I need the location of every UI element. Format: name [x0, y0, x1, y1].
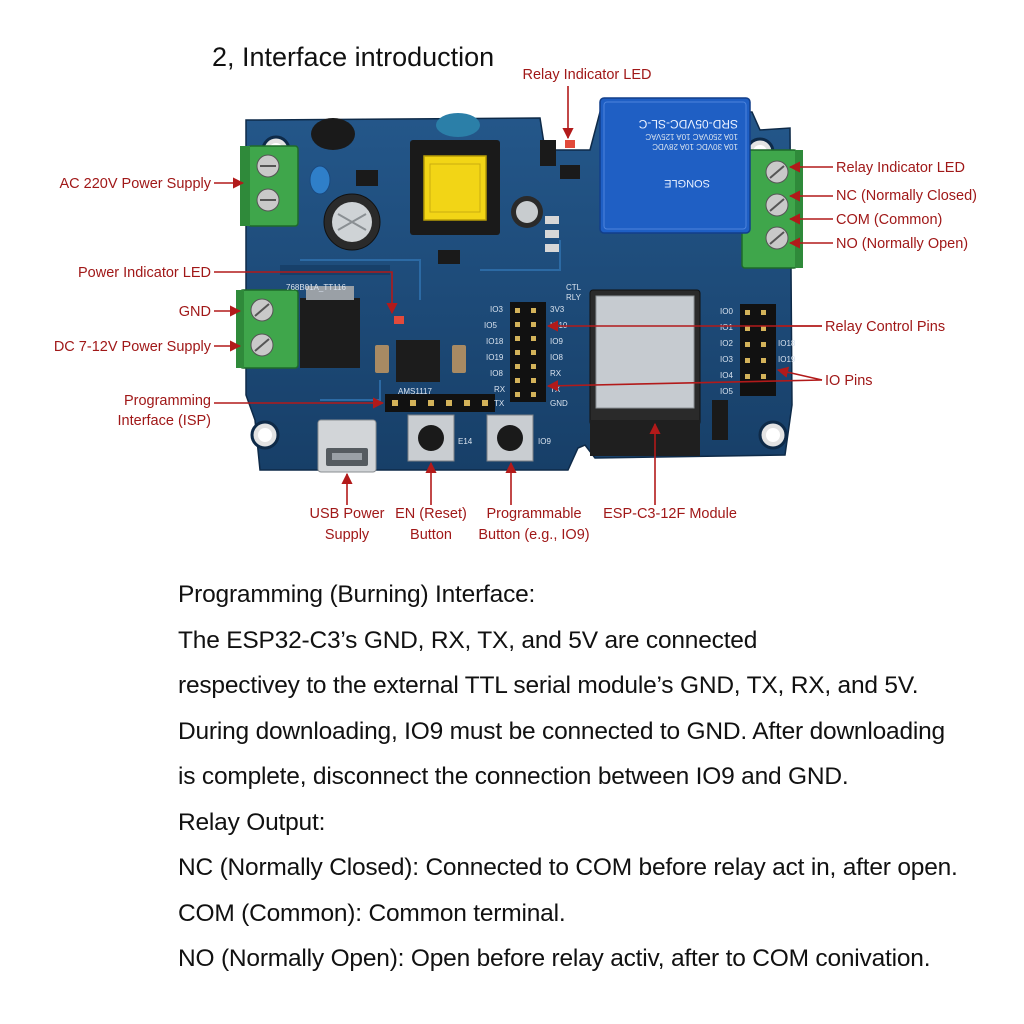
voltage-regulator: 768B01A_TT116 AMS1117 — [286, 283, 440, 396]
usb-connector — [317, 419, 377, 473]
label-usb-line1: USB Power — [310, 506, 385, 522]
desc-programming-heading: Programming (Burning) Interface: — [178, 581, 536, 608]
diagram-title: 2, Interface introduction — [212, 42, 494, 72]
silk-io8: IO8 — [490, 369, 503, 378]
desc-nc: NC (Normally Closed): Connected to COM b… — [178, 854, 958, 881]
regulator-marking: AMS1117 — [398, 387, 432, 396]
pin-header-middle — [510, 302, 546, 402]
label-prog-line1: Programmable — [486, 506, 581, 522]
esp-module — [589, 289, 701, 456]
label-io-pins: IO Pins — [825, 373, 873, 389]
silk-io2: IO2 — [720, 339, 733, 348]
silk-io19b: IO19 — [778, 355, 796, 364]
label-no: NO (Normally Open) — [836, 236, 968, 252]
silk-io1: IO1 — [720, 323, 733, 332]
board-diagram: 2, Interface introduction — [54, 42, 977, 543]
desc-line-1: The ESP32-C3’s GND, RX, TX, and 5V are c… — [178, 626, 758, 654]
ac-terminal-block — [240, 145, 299, 227]
label-isp-line2: Interface (ISP) — [118, 413, 211, 429]
en-button: E14 — [407, 414, 473, 462]
desc-no: NO (Normally Open): Open before relay ac… — [178, 945, 931, 972]
label-en-line2: Button — [410, 527, 452, 543]
relay-rating-2: 10A 30VDC 10A 28VDC — [652, 142, 738, 151]
silk-io8b: IO8 — [550, 353, 563, 362]
desc-line-2: respectivey to the external TTL serial m… — [178, 672, 919, 699]
power-indicator-led — [394, 316, 404, 324]
label-prog-line2: Button (e.g., IO9) — [478, 527, 589, 543]
label-usb-line2: Supply — [325, 527, 370, 543]
silk-gnd: GND — [550, 399, 568, 408]
desc-line-3: During downloading, IO9 must be connecte… — [178, 717, 945, 745]
transformer — [410, 140, 500, 235]
silk-3v3: 3V3 — [550, 305, 565, 314]
dc-terminal-block — [236, 289, 299, 369]
label-relay-pins: Relay Control Pins — [825, 319, 945, 335]
silk-ctl: CTL — [566, 283, 582, 292]
label-com: COM (Common) — [836, 212, 942, 228]
io9-button: IO9 — [486, 414, 551, 462]
desc-com: COM (Common): Common terminal. — [178, 899, 566, 927]
silk-rly: RLY — [566, 293, 582, 302]
label-ac-power: AC 220V Power Supply — [59, 176, 211, 192]
silk-io0: IO0 — [720, 307, 733, 316]
chip-marking: 768B01A_TT116 — [286, 283, 346, 292]
silk-io19: IO19 — [486, 353, 504, 362]
desc-line-4: is complete, disconnect the connection b… — [178, 763, 849, 790]
silk-io3: IO3 — [490, 305, 503, 314]
relay: SRD-05VDC-SL-C 10A 250VAC 10A 125VAC 10A… — [599, 97, 751, 234]
label-dc-power: DC 7-12V Power Supply — [54, 339, 212, 355]
relay-model-text: SRD-05VDC-SL-C — [638, 117, 738, 131]
silk-io4: IO4 — [720, 371, 733, 380]
relay-terminal-block — [741, 149, 803, 269]
relay-indicator-led — [565, 140, 575, 148]
silk-io3b: IO3 — [720, 355, 733, 364]
label-gnd: GND — [179, 304, 211, 320]
small-components — [356, 140, 728, 440]
label-relay-led-top: Relay Indicator LED — [523, 67, 652, 83]
silk-tx: TX — [494, 399, 505, 408]
silk-io18b: IO18 — [778, 339, 796, 348]
silk-rxb: RX — [550, 369, 562, 378]
silk-e14: E14 — [458, 437, 473, 446]
label-nc: NC (Normally Closed) — [836, 188, 977, 204]
desc-relay-heading: Relay Output: — [178, 808, 326, 836]
silk-io9: IO9 — [550, 337, 563, 346]
label-relay-led-right: Relay Indicator LED — [836, 160, 965, 176]
label-en-line1: EN (Reset) — [395, 506, 467, 522]
label-power-led: Power Indicator LED — [78, 265, 211, 281]
description-block: Programming (Burning) Interface: The ESP… — [178, 572, 998, 982]
annotation-arrows — [214, 86, 833, 505]
isp-header — [385, 394, 495, 412]
label-module: ESP-C3-12F Module — [603, 506, 737, 522]
silk-rx: RX — [494, 385, 506, 394]
label-isp-line1: Programming — [124, 393, 211, 409]
silk-io9-btn: IO9 — [538, 437, 551, 446]
capacitors — [309, 113, 543, 373]
relay-rating-1: 10A 250VAC 10A 125VAC — [645, 132, 738, 141]
silk-io5b: IO5 — [720, 387, 733, 396]
silk-io5: IO5 — [484, 321, 497, 330]
silk-io18: IO18 — [486, 337, 504, 346]
relay-brand-text: SONGLE — [664, 177, 710, 189]
